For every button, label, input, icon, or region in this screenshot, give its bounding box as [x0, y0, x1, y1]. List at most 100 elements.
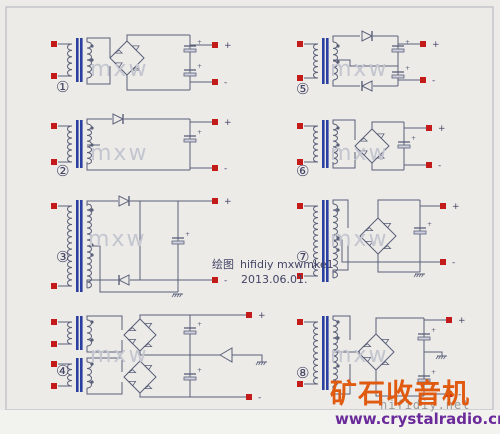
wire	[424, 351, 443, 356]
junction-dot	[336, 126, 340, 130]
circuit-number-label: ⑧	[296, 364, 309, 382]
output-polarity: +	[458, 316, 466, 326]
capacitor-plus: +	[431, 327, 436, 334]
capacitor-plate	[171, 240, 185, 245]
site-logo-text: 矿石收音机	[330, 379, 470, 410]
circuit-number-label: ②	[56, 162, 69, 180]
output-polarity: -	[438, 161, 441, 171]
ground-hatch	[418, 273, 422, 278]
wire	[86, 200, 118, 206]
ground-hatch	[174, 293, 177, 298]
transformer-core	[76, 200, 79, 292]
circuit-number-label: ⑥	[296, 162, 309, 180]
output-terminal	[440, 259, 446, 265]
mains-terminal	[297, 319, 303, 325]
mxw-watermark: mxw	[330, 343, 388, 368]
mxw-watermark: mxw	[330, 141, 388, 166]
bridge-diode	[113, 62, 123, 68]
mxw-watermark: mxw	[90, 141, 148, 166]
wire	[377, 254, 420, 273]
bridge-diode	[143, 364, 153, 371]
ground-hatch	[443, 355, 446, 360]
wire	[219, 347, 233, 363]
mains-terminal	[51, 41, 57, 47]
wire	[377, 199, 420, 218]
output-polarity: -	[224, 276, 227, 286]
bottom-band	[0, 410, 500, 434]
transformer-core	[322, 316, 325, 390]
capacitor-plus: +	[197, 39, 202, 46]
transformer-core	[326, 200, 329, 282]
wire	[332, 35, 360, 42]
mains-terminal	[297, 273, 303, 279]
hifidiy-watermark: hifidiy.net	[380, 398, 471, 412]
junction-dot	[336, 320, 340, 324]
ground-hatch	[435, 355, 439, 360]
transformer-core	[76, 358, 79, 392]
junction-dot	[90, 362, 94, 366]
mains-terminal	[51, 203, 57, 209]
mains-terminal	[297, 203, 303, 209]
coil-winding	[313, 205, 319, 277]
mains-terminal	[297, 123, 303, 129]
mains-terminal	[51, 361, 57, 367]
ground-hatch	[421, 273, 424, 278]
bridge-diode	[130, 66, 141, 71]
capacitor-plus: +	[405, 39, 410, 46]
wire	[139, 351, 220, 356]
bridge-diode	[358, 137, 369, 142]
output-polarity: -	[432, 76, 435, 86]
output-terminal	[212, 79, 218, 85]
bridge-diode	[380, 338, 390, 345]
output-polarity: -	[258, 393, 261, 403]
junction-dot	[90, 253, 94, 257]
output-polarity: -	[458, 390, 461, 400]
bridge-diode	[362, 356, 372, 363]
wire	[375, 370, 424, 397]
bridge-diode	[382, 222, 392, 229]
bridge-diode	[143, 385, 153, 390]
junction-dot	[90, 58, 94, 62]
wire	[332, 315, 351, 340]
diode	[361, 30, 374, 42]
transformer-core	[326, 316, 329, 390]
bridge-diode	[113, 49, 124, 54]
bridge-diode	[143, 343, 153, 348]
bridge-diode	[375, 133, 385, 139]
ground-hatch	[260, 361, 264, 366]
wire	[86, 340, 123, 353]
mains-terminal	[297, 159, 303, 165]
bridge-diode	[127, 369, 137, 374]
diode	[118, 195, 131, 207]
transformer-core	[76, 316, 79, 350]
coil-winding	[67, 43, 73, 77]
bridge-diode	[382, 245, 392, 250]
junction-dot	[336, 60, 340, 64]
junction-dot	[90, 320, 94, 324]
bridge-diode	[362, 343, 372, 348]
capacitor-plate	[417, 378, 431, 383]
mains-terminal	[51, 159, 57, 165]
wire	[139, 314, 246, 319]
wire	[86, 382, 123, 395]
capacitor-plus: +	[197, 321, 202, 328]
mxw-watermark: mxw	[90, 57, 148, 82]
bridge-diode	[380, 361, 390, 366]
transformer-core	[80, 120, 83, 168]
coil-winding	[313, 43, 319, 79]
wire	[87, 245, 178, 293]
output-polarity: +	[452, 202, 460, 212]
ground-hatch	[438, 355, 441, 360]
junction-dot	[336, 44, 340, 48]
components: ++++++++++++	[51, 30, 452, 400]
wire	[375, 317, 424, 334]
mains-terminal	[297, 41, 303, 47]
transformer-core	[80, 200, 83, 292]
coil-winding	[332, 41, 338, 81]
coil-winding	[86, 41, 92, 79]
capacitor-plus: +	[405, 65, 410, 72]
junction-dot	[90, 380, 94, 384]
wire	[333, 239, 420, 263]
coil-winding	[67, 205, 73, 287]
output-terminal	[246, 312, 252, 318]
